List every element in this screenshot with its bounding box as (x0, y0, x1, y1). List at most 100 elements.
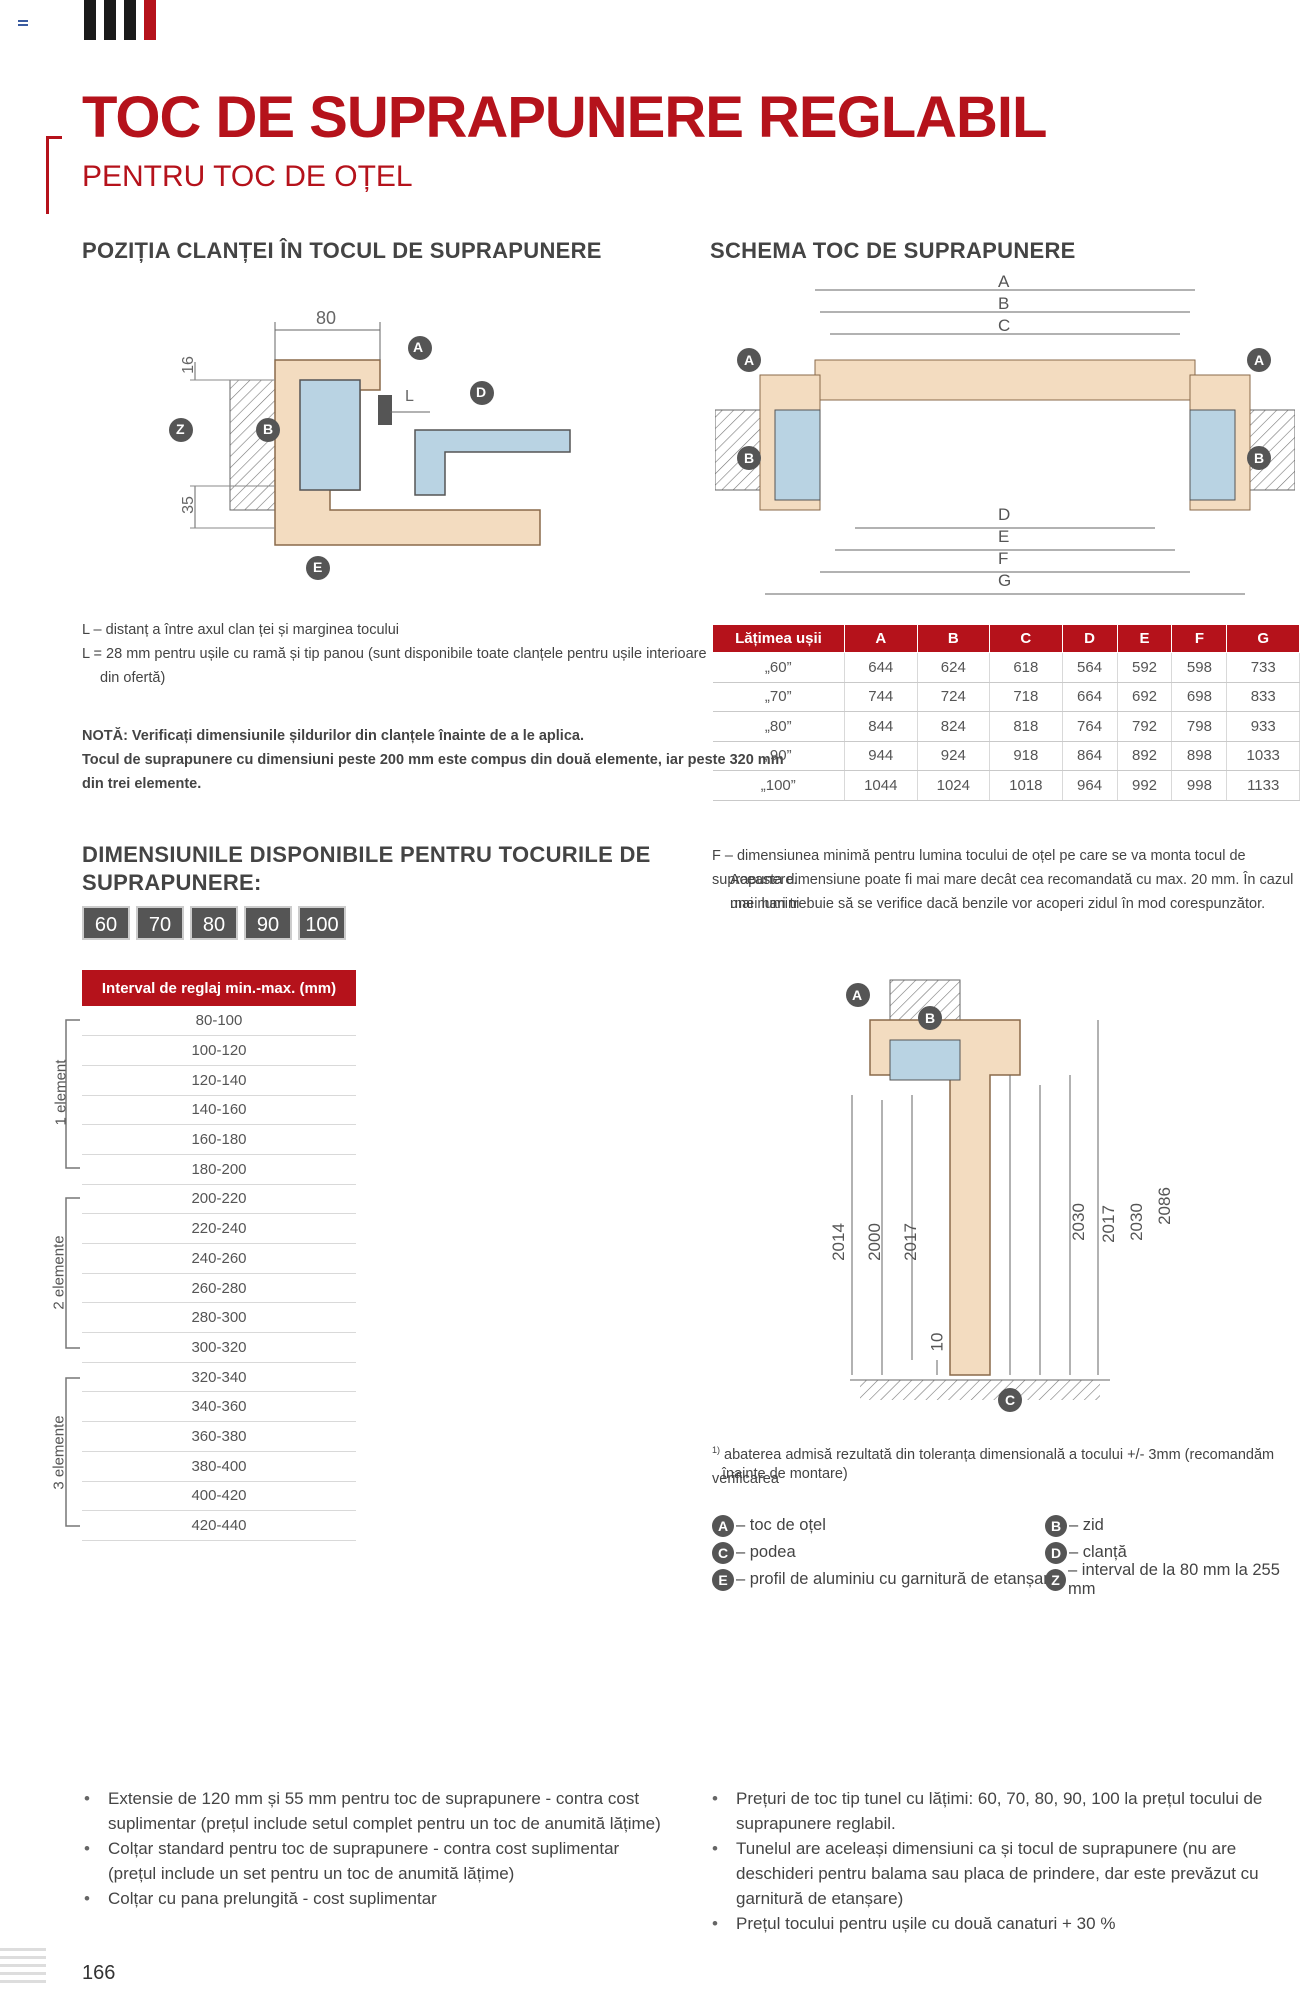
table-cell: 618 (989, 652, 1063, 683)
vlabel-A: A (852, 987, 863, 1003)
table-row: „80” 844 824 818 764 792 798 933 (712, 711, 1300, 742)
schema-dim-G: G (998, 571, 1012, 590)
schema-dim-D: D (998, 505, 1011, 524)
table-cell: 1133 (1226, 770, 1300, 801)
schema-label-B-right: B (1254, 450, 1265, 466)
schema-dim-E: E (998, 527, 1010, 546)
note-elements-cont: din trei elemente. (82, 776, 202, 792)
vdim-2017-right: 2017 (1098, 1205, 1118, 1243)
size-chip: 80 (190, 906, 238, 940)
group-label-3: 3 elemente (50, 1415, 68, 1490)
table-cell: 992 (1117, 770, 1173, 801)
note-L-value: L = 28 mm pentru ușile cu ramă și tip pa… (82, 646, 707, 662)
handle-position-diagram (169, 322, 571, 580)
legend-text-E: – profil de aluminiu cu garnitură de eta… (736, 1570, 1058, 1588)
list-item: Prețuri de toc tip tunel cu lățimi: 60, … (708, 1786, 1298, 1836)
available-title-line1: DIMENSIUNILE DISPONIBILE PENTRU TOCURILE… (82, 842, 651, 867)
table-cell: 718 (989, 682, 1063, 712)
footnote-text: abaterea admisă rezultată din toleranța … (712, 1446, 1275, 1487)
vdim-2000: 2000 (864, 1223, 884, 1261)
table-cell: 924 (917, 741, 991, 771)
legend-marker-E: E (712, 1568, 734, 1591)
list-item: Colțar standard pentru toc de suprapuner… (80, 1836, 670, 1886)
dim-col-header: G (1226, 624, 1300, 653)
legend-text-Z: – interval de la 80 mm la 255 mm (1068, 1560, 1280, 1598)
schema-dim-C: C (998, 316, 1011, 335)
dim-col-header: B (916, 624, 991, 653)
range-cell: 240-260 (82, 1243, 356, 1274)
note-L-value-cont: din ofertă) (100, 670, 166, 686)
schema-label-B-left: B (744, 450, 755, 466)
table-cell: 592 (1117, 652, 1173, 683)
label-A: A (413, 339, 424, 355)
table-cell: 724 (917, 682, 991, 712)
f-note-line3: mai mari trebuie să se verifice dacă ben… (730, 896, 1266, 912)
table-cell: 844 (844, 711, 918, 742)
footnote-line2: înainte de montare) (722, 1466, 848, 1482)
schema-label-A-left: A (744, 352, 755, 368)
dimensions-table: Lățimea ușii A B C D E F G „60” 644 624 … (712, 624, 1300, 801)
footnote-line1: 1) abaterea admisă rezultată din toleran… (712, 1438, 1301, 1491)
schema-dim-B: B (998, 294, 1010, 313)
schema-dim-F: F (998, 549, 1009, 568)
vdim-2030-b: 2030 (1126, 1203, 1146, 1241)
table-cell: „80” (712, 711, 845, 742)
table-cell: 644 (844, 652, 918, 683)
table-cell: 598 (1171, 652, 1228, 683)
vdim-2014: 2014 (828, 1223, 848, 1261)
table-cell: 824 (917, 711, 991, 742)
dim-35-label: 35 (179, 496, 197, 514)
dim-80-label: 80 (316, 308, 337, 328)
vdim-2017-left: 2017 (900, 1223, 920, 1261)
table-cell: 818 (989, 711, 1063, 742)
legend-marker-D: D (1045, 1541, 1067, 1564)
size-chips: 60 70 80 90 100 (82, 906, 352, 940)
range-cell: 280-300 (82, 1302, 356, 1334)
table-cell: 898 (1171, 741, 1228, 771)
table-cell: 1044 (844, 770, 918, 801)
range-cell: 140-160 (82, 1095, 356, 1126)
size-chip: 100 (298, 906, 346, 940)
range-cell: 260-280 (82, 1273, 356, 1304)
table-cell: 764 (1062, 711, 1118, 742)
table-cell: 792 (1117, 711, 1173, 742)
vdim-2030-a: 2030 (1068, 1203, 1088, 1241)
schema-title: SCHEMA TOC DE SUPRAPUNERE (710, 238, 1076, 263)
range-cell: 80-100 (82, 1006, 356, 1037)
table-cell: 624 (917, 652, 991, 683)
note-warning: NOTĂ: Verificați dimensiunile șildurilor… (82, 728, 584, 744)
dim-L-label: L (405, 388, 414, 405)
legend-right: B– zid D– clanță Z– interval de la 80 mm… (1045, 1512, 1301, 1598)
legend-left: A– toc de oțel C– podea E– profil de alu… (712, 1512, 1058, 1593)
legend-text-D: – clanță (1069, 1543, 1127, 1561)
dim-col-header: E (1116, 624, 1173, 653)
list-item: Colțar cu pana prelungită - cost suplime… (80, 1886, 670, 1911)
range-cell: 100-120 (82, 1035, 356, 1066)
dim-col-header: Lățimea ușii (712, 624, 845, 653)
legend-marker-Z: Z (1045, 1568, 1067, 1591)
table-cell: 1018 (989, 770, 1063, 801)
legend-marker-B: B (1045, 1514, 1067, 1537)
table-cell: 933 (1226, 711, 1300, 742)
schema-label-A-right: A (1254, 352, 1265, 368)
table-cell: 864 (1062, 741, 1118, 771)
f-note-line1: F – dimensiunea minimă pentru lumina toc… (712, 848, 1246, 888)
group-brackets (65, 1019, 80, 1527)
legend-text-C: – podea (736, 1543, 796, 1561)
list-item: Extensie de 120 mm și 55 mm pentru toc d… (80, 1786, 670, 1836)
vlabel-B: B (925, 1010, 936, 1026)
bullets-left: Extensie de 120 mm și 55 mm pentru toc d… (80, 1786, 670, 1911)
brand-logo (84, 0, 162, 40)
table-row: „100” 1044 1024 1018 964 992 998 1133 (712, 770, 1300, 801)
vertical-schema-diagram (846, 979, 1110, 1412)
table-cell: 564 (1062, 652, 1118, 683)
dim-col-header: D (1061, 624, 1118, 653)
legend-text-A: – toc de oțel (736, 1516, 826, 1534)
dim-col-header: F (1171, 624, 1228, 653)
range-cell: 220-240 (82, 1213, 356, 1244)
vdim-2086: 2086 (1154, 1187, 1174, 1225)
legend-marker-A: A (712, 1514, 734, 1537)
table-cell: „70” (712, 682, 845, 712)
label-B: B (263, 421, 274, 437)
table-cell: 918 (989, 741, 1063, 771)
